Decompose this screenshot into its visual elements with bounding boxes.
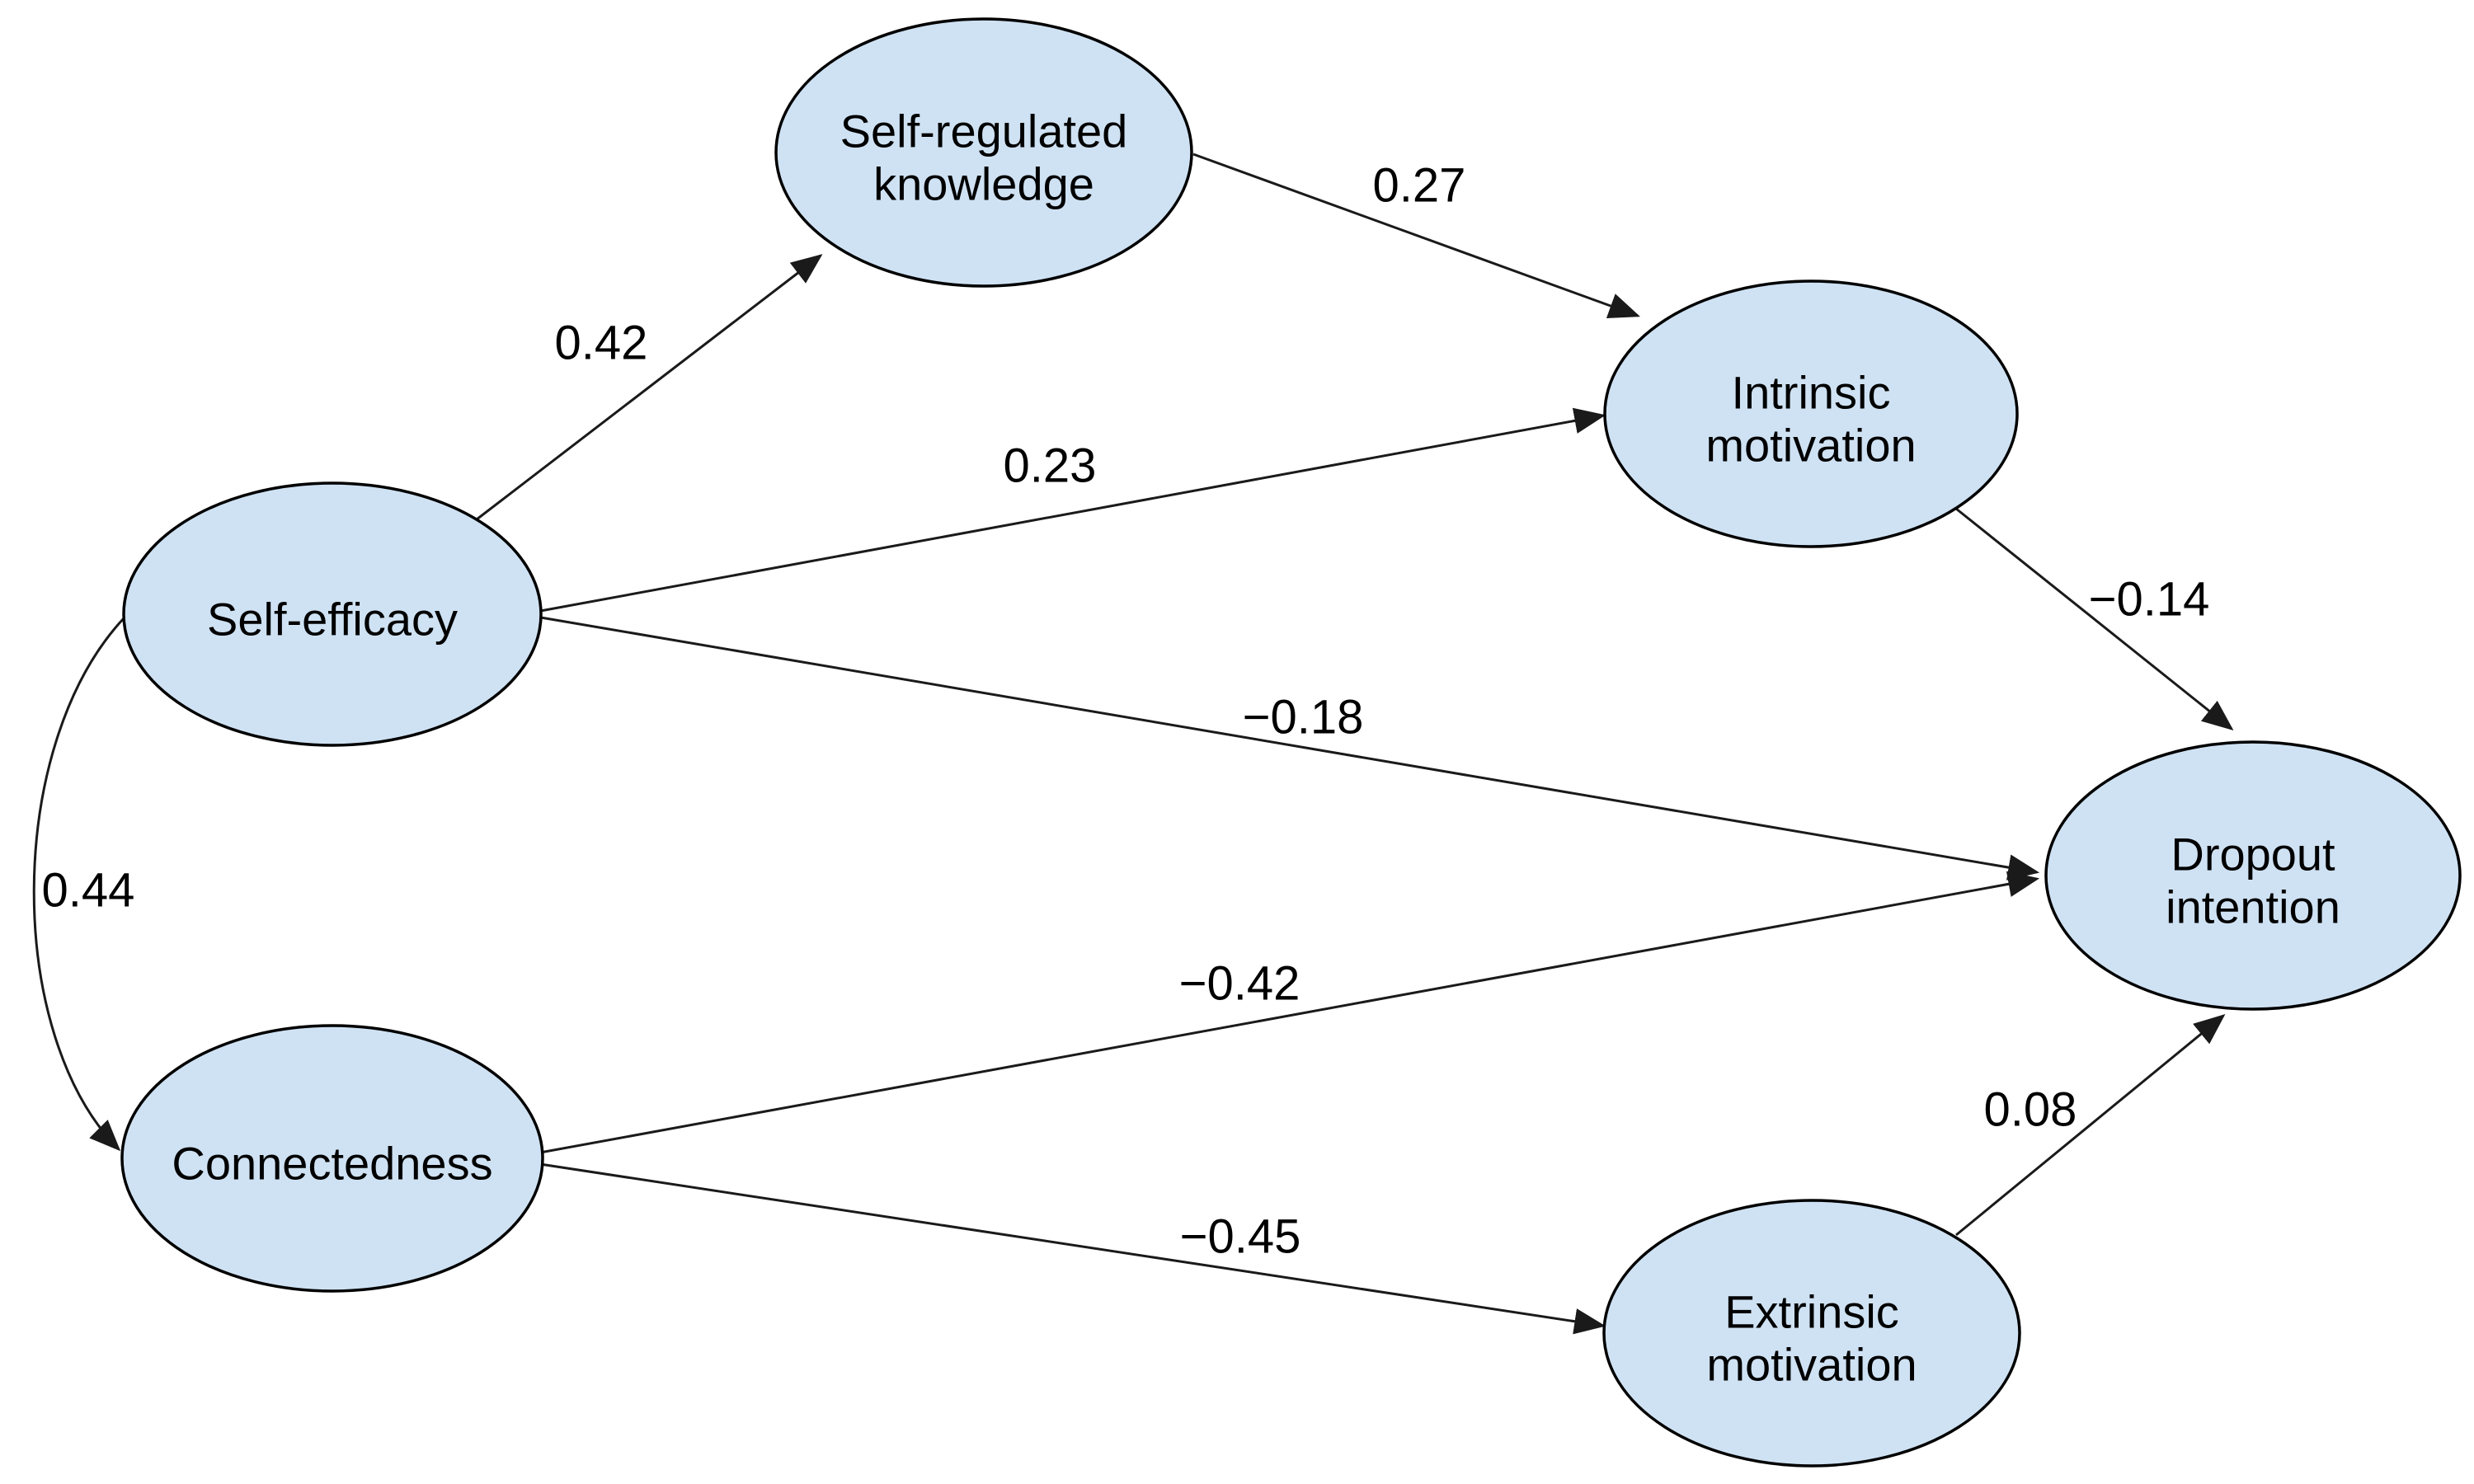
edge-self-efficacy-to-intrinsic-motivation-coefficient: 0.23 — [1004, 439, 1097, 493]
edge-self-efficacy-to-self-regulated-knowledge — [476, 254, 823, 521]
edge-extrinsic-motivation-to-dropout-intention — [1955, 1013, 2226, 1237]
node-connectedness-label: Connectedness — [172, 1138, 492, 1190]
edge-self-efficacy-to-dropout-intention-coefficient: −0.18 — [1243, 691, 1364, 744]
edge-self-efficacy-to-self-regulated-knowledge-coefficient: 0.42 — [555, 317, 648, 370]
edge-connectedness-to-dropout-intention-coefficient: −0.42 — [1179, 957, 1300, 1011]
edge-intrinsic-motivation-to-dropout-intention-coefficient: −0.14 — [2089, 573, 2210, 627]
node-self-regulated-knowledge-label: Self-regulated — [840, 106, 1128, 157]
node-intrinsic-motivation-label: Intrinsic — [1732, 367, 1891, 419]
node-dropout-intention-label: Dropout — [2171, 829, 2335, 881]
edge-self-efficacy-to-intrinsic-motivation — [535, 407, 1606, 613]
node-self-regulated-knowledge — [774, 17, 1193, 288]
node-self-efficacy — [122, 481, 543, 747]
edge-extrinsic-motivation-to-dropout-intention-coefficient: 0.08 — [1984, 1083, 2077, 1137]
node-intrinsic-motivation-label: motivation — [1705, 420, 1916, 472]
edge-self-regulated-knowledge-to-intrinsic-motivation-coefficient: 0.27 — [1373, 159, 1466, 213]
node-connectedness — [120, 1024, 544, 1293]
edge-self-efficacy-to-connectedness — [32, 617, 125, 1152]
edge-connectedness-to-dropout-intention — [539, 871, 2040, 1154]
edge-self-efficacy-to-dropout-intention — [535, 615, 2040, 881]
node-dropout-intention — [2044, 740, 2462, 1011]
node-intrinsic-motivation — [1603, 279, 2019, 548]
edge-intrinsic-motivation-to-dropout-intention — [1955, 507, 2234, 730]
edge-connectedness-to-extrinsic-motivation-coefficient: −0.45 — [1180, 1210, 1301, 1264]
edge-self-efficacy-to-connectedness-coefficient: 0.44 — [42, 864, 135, 918]
edge-connectedness-to-extrinsic-motivation — [539, 1162, 1606, 1335]
node-extrinsic-motivation — [1602, 1199, 2021, 1468]
node-self-efficacy-label: Self-efficacy — [207, 594, 458, 646]
node-self-regulated-knowledge-label: knowledge — [873, 158, 1094, 210]
edge-self-regulated-knowledge-to-intrinsic-motivation — [1192, 153, 1640, 318]
node-dropout-intention-label: intention — [2166, 881, 2340, 933]
node-extrinsic-motivation-label: motivation — [1706, 1339, 1917, 1391]
node-extrinsic-motivation-label: Extrinsic — [1724, 1286, 1899, 1338]
